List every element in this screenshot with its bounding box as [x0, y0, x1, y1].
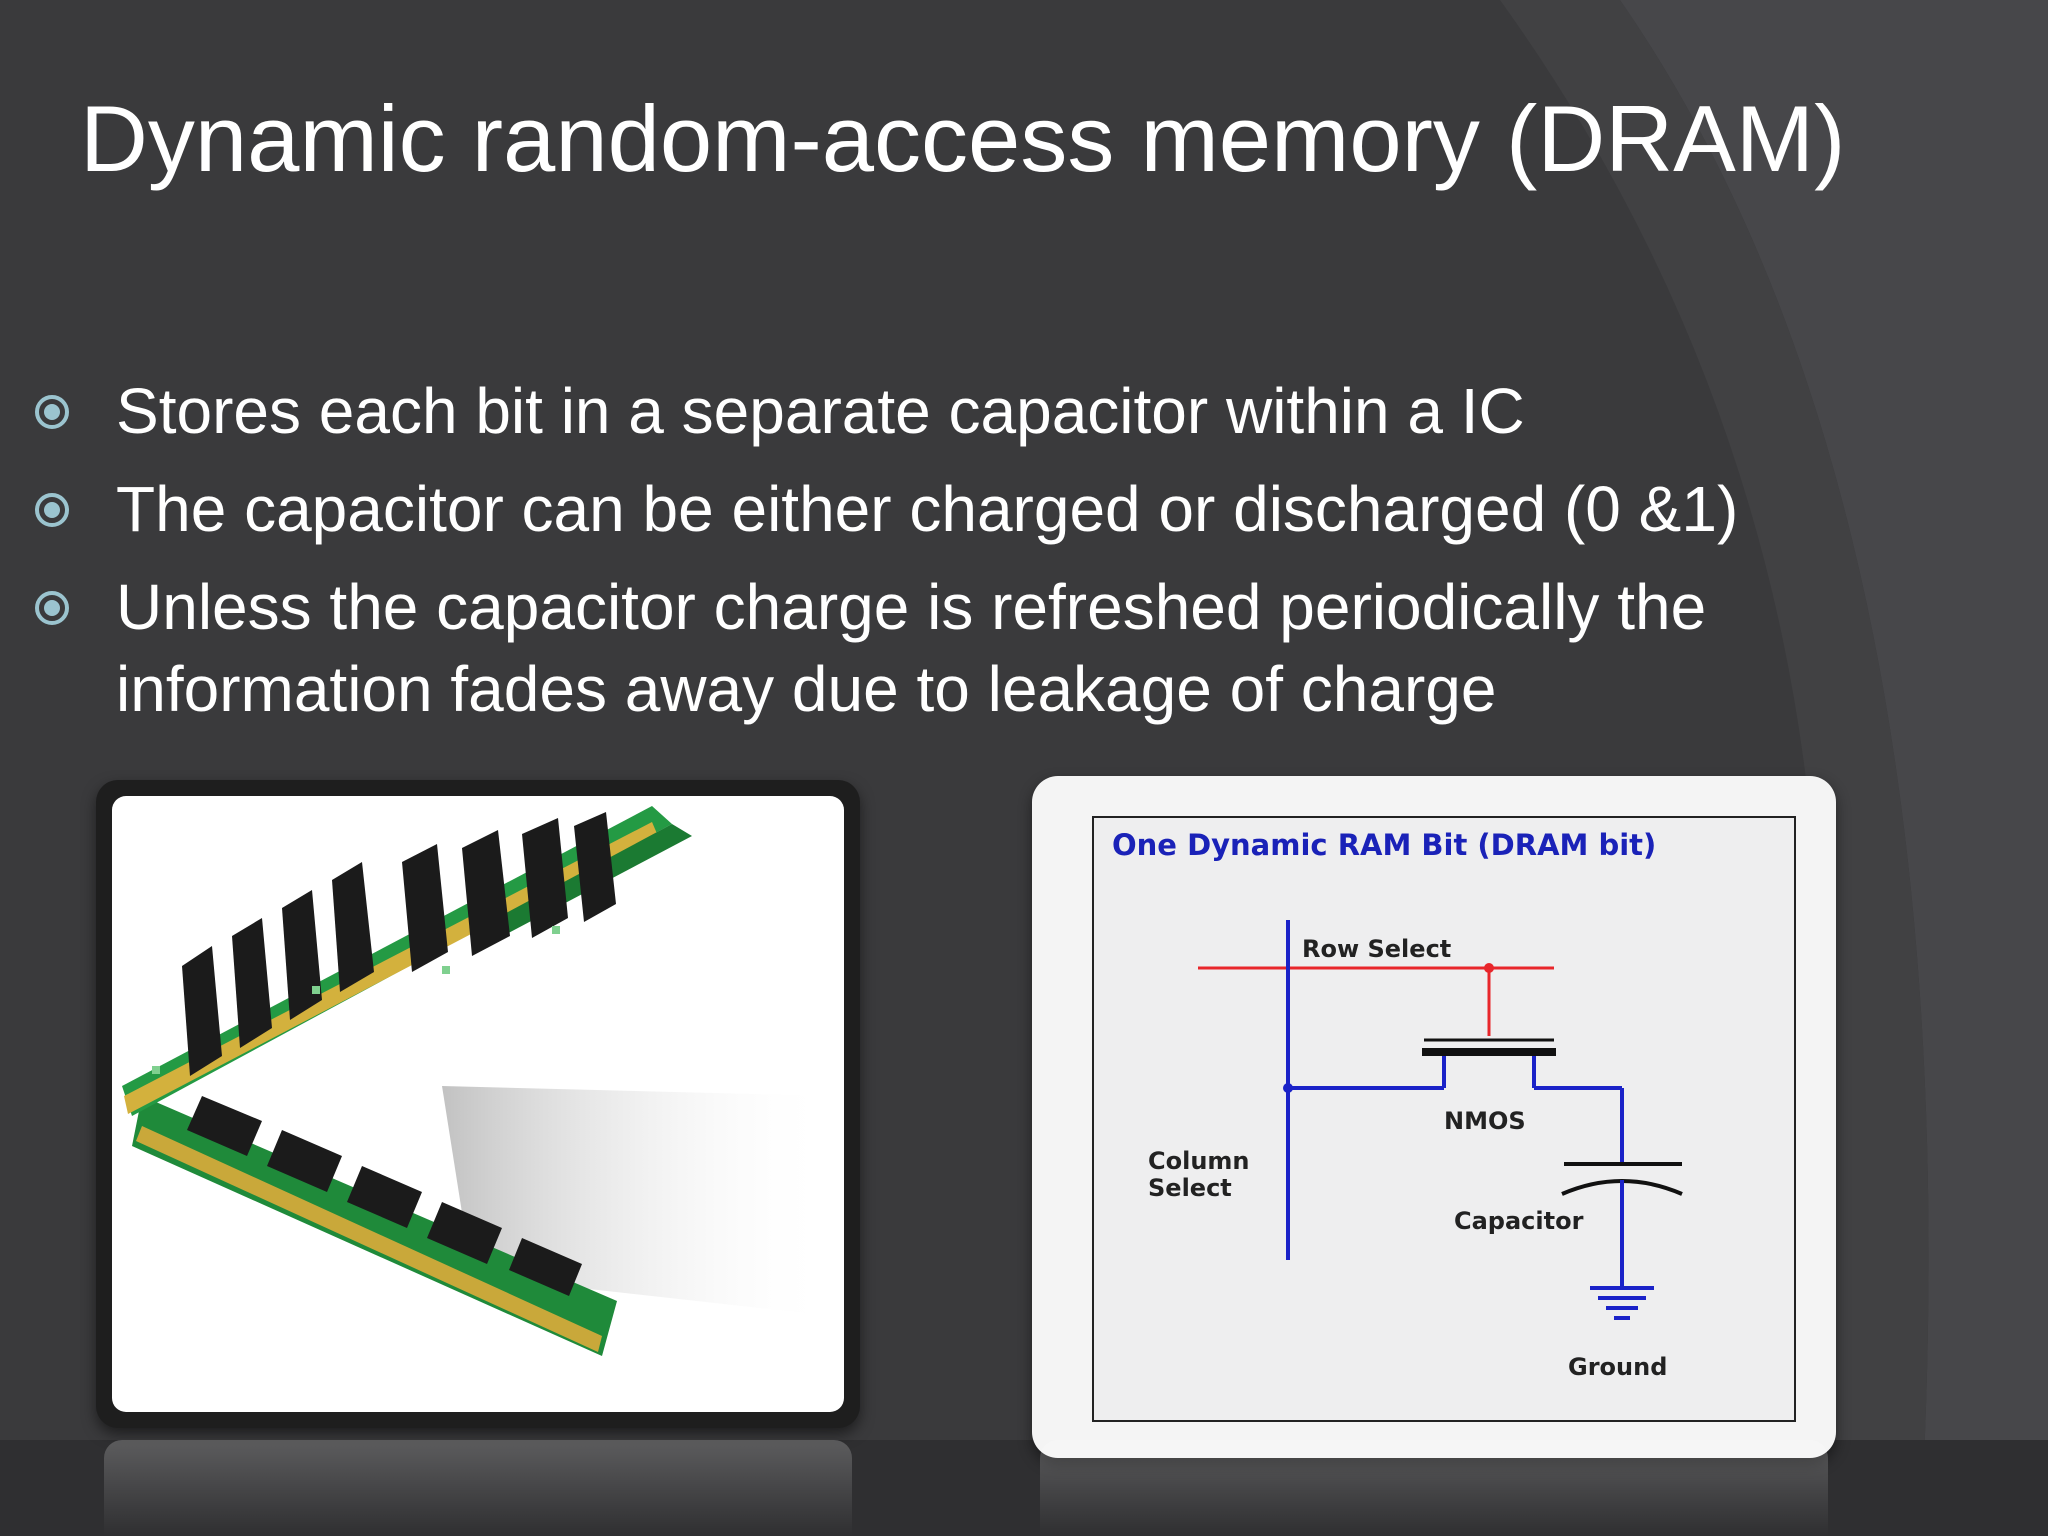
dram-schematic [1198, 920, 1683, 1320]
row-select-label: Row Select [1302, 935, 1452, 963]
nmos-label: NMOS [1444, 1107, 1526, 1135]
nmos-transistor [1422, 1038, 1556, 1088]
capacitor-label: Capacitor [1454, 1207, 1584, 1235]
ram-photo [112, 796, 844, 1412]
bullet-item: Unless the capacitor charge is refreshed… [28, 566, 1928, 730]
ram-photo-frame [96, 780, 860, 1428]
circle-dot-icon [35, 395, 69, 429]
photo-reflection [104, 1440, 852, 1536]
bullet-text: Stores each bit in a separate capacitor … [116, 375, 1525, 447]
ram-module-upper [122, 806, 692, 1116]
ground-icon [1590, 1286, 1654, 1320]
ground-label: Ground [1568, 1353, 1668, 1381]
dram-diagram: One Dynamic RAM Bit (DRAM bit) [1092, 816, 1796, 1422]
dram-diagram-frame: One Dynamic RAM Bit (DRAM bit) [1032, 776, 1836, 1458]
circle-dot-icon [35, 493, 69, 527]
circle-dot-icon [35, 591, 69, 625]
diagram-reflection [1040, 1440, 1828, 1536]
bullet-list: Stores each bit in a separate capacitor … [28, 370, 1928, 746]
ram-modules-illustration [122, 806, 832, 1356]
bullet-item: The capacitor can be either charged or d… [28, 468, 1928, 550]
slide-title: Dynamic random-access memory (DRAM) [80, 86, 1846, 191]
column-select-label: Column Select [1148, 1147, 1250, 1202]
bullet-text: The capacitor can be either charged or d… [116, 473, 1739, 545]
diagram-title: One Dynamic RAM Bit (DRAM bit) [1112, 828, 1657, 862]
bullet-text: Unless the capacitor charge is refreshed… [116, 571, 1707, 725]
ram-module-lower [132, 1096, 617, 1356]
bullet-item: Stores each bit in a separate capacitor … [28, 370, 1928, 452]
